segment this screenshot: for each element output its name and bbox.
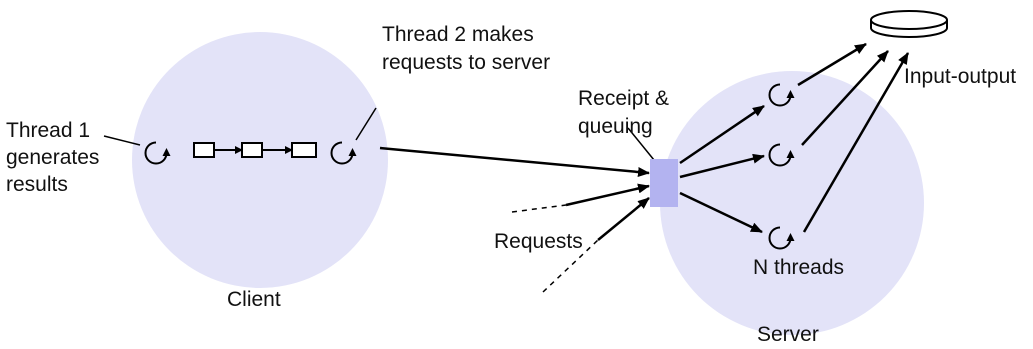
server-thread-c-circular-arrow-icon [768, 226, 795, 250]
result-buffer-box-2 [241, 142, 263, 158]
thread1-label: Thread 1 generates results [6, 119, 105, 196]
queue-to-thread-a-arrow [679, 104, 765, 165]
client-to-server-arrow [379, 146, 650, 177]
thread2-circular-arrow-icon [330, 141, 357, 165]
client-label: Client [227, 288, 281, 311]
receipt-leader-line [627, 127, 655, 161]
n-threads-label: N threads [753, 256, 844, 279]
request-dashed-line-2 [542, 239, 599, 293]
input-output-label: Input-output [904, 65, 1016, 88]
thread-b-to-disk-arrow [801, 50, 889, 146]
request-arrow-2 [597, 197, 650, 241]
server-label: Server [757, 323, 819, 346]
thread1-leader-line [103, 135, 141, 146]
receipt-queue-box [650, 159, 678, 207]
thread2-label: Thread 2 makes requests to server [382, 23, 550, 74]
result-buffer-box-1 [193, 142, 215, 158]
thread-a-to-disk-arrow [797, 42, 867, 87]
server-thread-a-circular-arrow-icon [768, 83, 795, 107]
client-circle [132, 32, 388, 288]
thread-c-to-disk-arrow [802, 52, 910, 233]
requests-label: Requests [494, 230, 583, 253]
thread1-circular-arrow-icon [144, 141, 171, 165]
result-buffer-box-3 [291, 142, 317, 158]
server-thread-b-circular-arrow-icon [768, 143, 795, 167]
queue-to-thread-b-arrow [679, 153, 765, 179]
thread2-leader-line [355, 107, 377, 141]
input-output-disk-icon [870, 10, 948, 38]
request-dashed-line-1 [511, 204, 567, 213]
request-arrow-1 [565, 183, 650, 207]
queue-to-thread-c-arrow [679, 191, 763, 234]
receipt-queuing-label: Receipt & queuing [578, 87, 675, 138]
